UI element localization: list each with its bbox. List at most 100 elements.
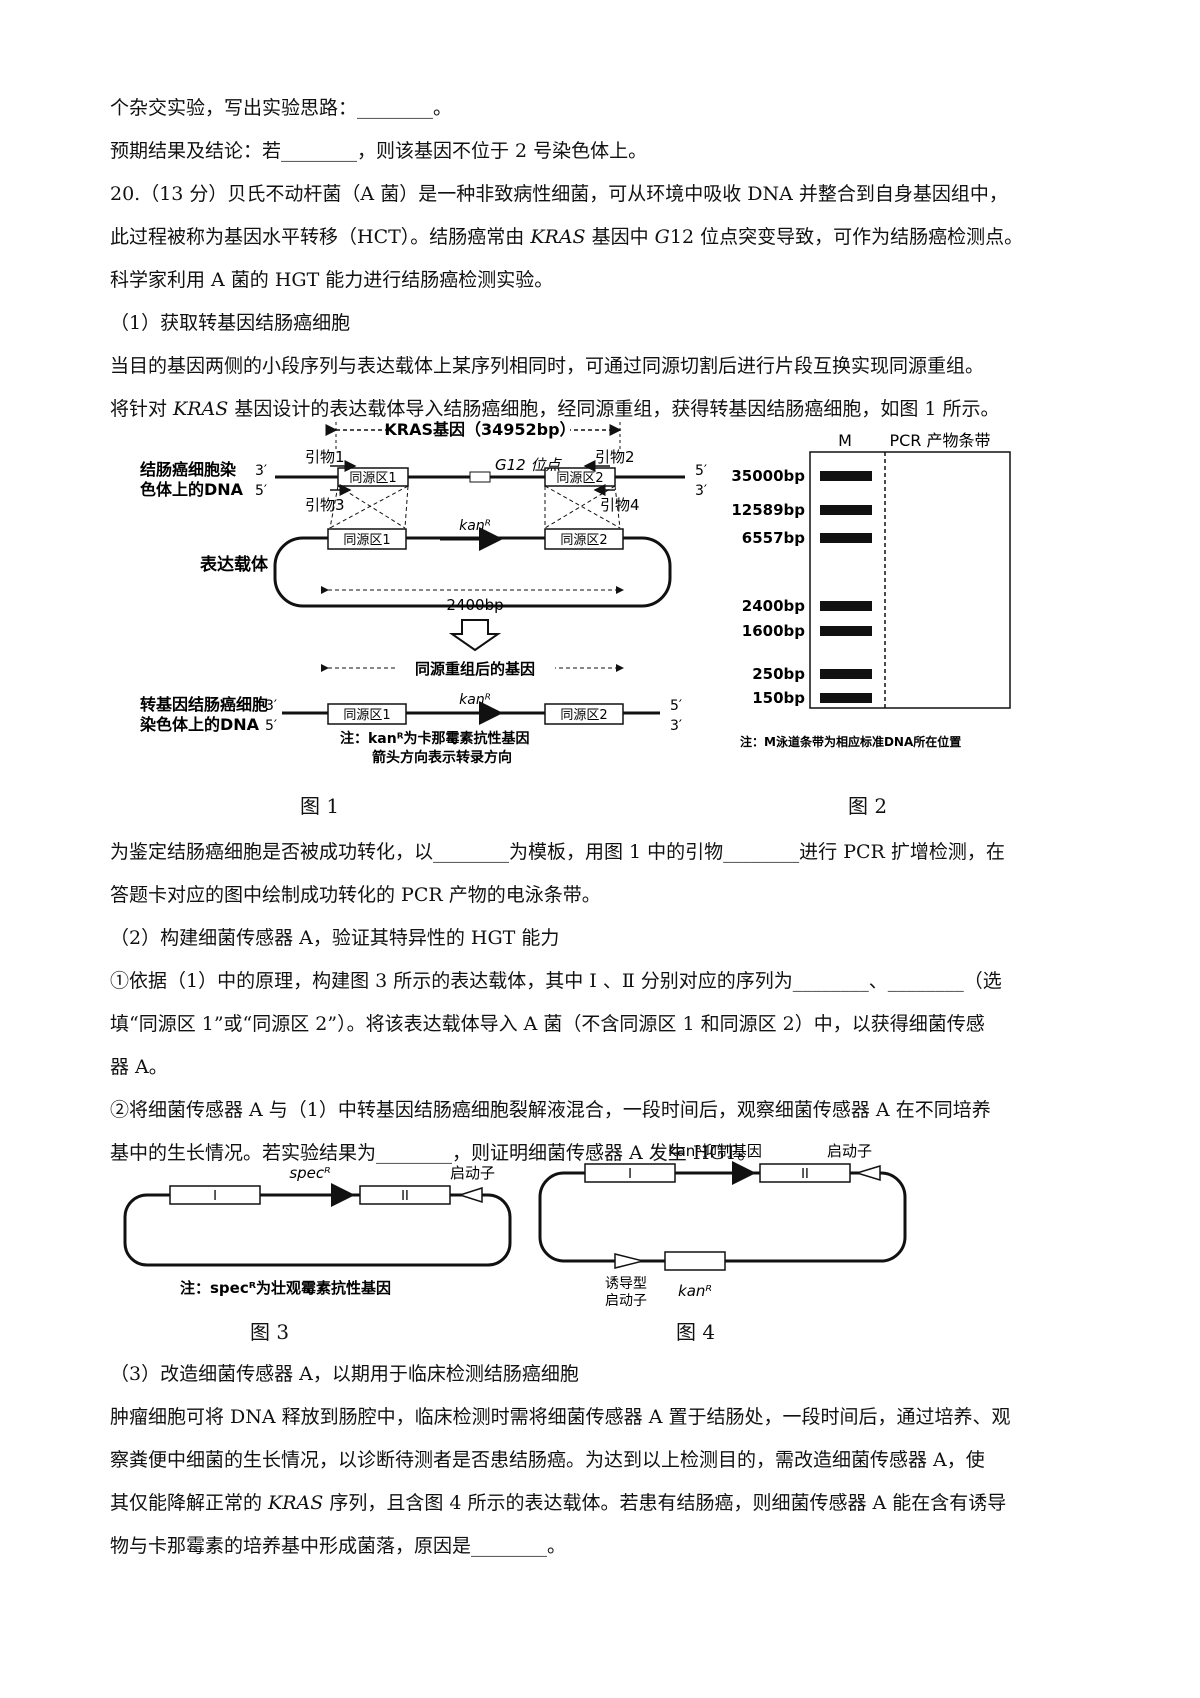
kan-label: kanᴿ xyxy=(678,1282,712,1300)
vector-loop xyxy=(538,1171,907,1263)
strand-end: 5′ xyxy=(670,698,682,714)
transgenic-label: 转基因结肠癌细胞 xyxy=(140,695,268,714)
figure-note: 注：kanᴿ为卡那霉素抗性基因 xyxy=(340,730,530,747)
text-line: ①依据（1）中的原理，构建图 3 所示的表达载体，其中 Ⅰ 、Ⅱ 分别对应的序列… xyxy=(110,970,1002,992)
figure-4-caption: 图 4 xyxy=(676,1320,716,1344)
promoter-label: 启动子 xyxy=(827,1142,872,1160)
figure-3-caption: 图 3 xyxy=(250,1320,290,1344)
gene-name: KRAS xyxy=(173,398,229,420)
g12-label: G12 位点 xyxy=(495,456,562,474)
figure-note: 注：M泳道条带为相应标准DNA所在位置 xyxy=(740,734,961,749)
strand-end: 5′ xyxy=(265,718,277,734)
promoter-arrow-icon xyxy=(854,1164,881,1182)
promoter-arrow-icon xyxy=(457,1186,483,1204)
figure-1-caption: 图 1 xyxy=(300,794,340,818)
figure-note: 注：specᴿ为壮观霉素抗性基因 xyxy=(180,1279,391,1297)
subquestion-2-title: （2）构建细菌传感器 A，验证其特异性的 HGT 能力 xyxy=(110,927,560,949)
inducible-promoter-label: 启动子 xyxy=(605,1293,647,1308)
text-span: 此过程被称为基因水平转移（HCT）。结肠癌常由 xyxy=(110,226,531,248)
region-i-box xyxy=(584,1163,676,1183)
marker-size-label: 35000bp xyxy=(731,467,805,485)
transgenic-label: 染色体上的DNA xyxy=(140,715,260,734)
homology-region-1-label: 同源区1 xyxy=(343,533,390,548)
figure-3-vector: I II specᴿ 启动子 注：specᴿ为壮观霉素抗性基因 xyxy=(123,1164,512,1297)
text-line: 物与卡那霉素的培养基中形成菌落，原因是________。 xyxy=(110,1535,567,1557)
marker-band xyxy=(820,505,872,515)
text-line: 当目的基因两侧的小段序列与表达载体上某序列相同时，可通过同源切割后进行片段互换实… xyxy=(110,355,985,377)
text-span: 12 位点突变导致，可作为结肠癌检测点。 xyxy=(669,226,1024,248)
homology-region-1-label: 同源区1 xyxy=(343,708,390,723)
homology-region-2-label: 同源区2 xyxy=(560,533,607,548)
subquestion-1-title: （1）获取转基因结肠癌细胞 xyxy=(110,312,351,334)
primer-1-label: 引物1 xyxy=(305,448,345,466)
chrom-label: 色体上的DNA xyxy=(140,480,244,499)
site-letter: G xyxy=(654,226,670,248)
figure-2-caption: 图 2 xyxy=(848,794,888,818)
figure-1-diagram: KRAS基因（34952bp） 结肠癌细胞染 色体上的DNA 3′ 5′ 5′ … xyxy=(140,418,707,766)
marker-size-label: 1600bp xyxy=(742,622,805,640)
text-line: 器 A。 xyxy=(110,1056,168,1078)
homology-region-1-label: 同源区1 xyxy=(349,471,396,486)
kan-suppressor-label: kanᴿ抑制基因 xyxy=(668,1142,762,1160)
text-span: 序列，且含图 4 所示的表达载体。若患有结肠癌，则细菌传感器 A 能在含有诱导 xyxy=(323,1492,1007,1514)
strand-end: 5′ xyxy=(255,483,267,499)
marker-band xyxy=(820,533,872,543)
lane-m-label: M xyxy=(838,431,852,450)
homology-region-2-box xyxy=(544,703,624,725)
marker-size-label: 6557bp xyxy=(742,529,805,547)
gene-label: KRAS基因（34952bp） xyxy=(384,420,575,439)
strand-end: 3′ xyxy=(265,698,277,714)
homology-region-2-box xyxy=(544,467,616,487)
marker-size-label: 12589bp xyxy=(731,501,805,519)
text-line: 科学家利用 A 菌的 HGT 能力进行结肠癌检测实验。 xyxy=(110,269,554,291)
g12-site-mark xyxy=(469,471,491,483)
marker-band xyxy=(820,693,872,703)
strand-end: 3′ xyxy=(255,463,267,479)
chrom-label: 结肠癌细胞染 xyxy=(140,460,237,479)
kan-label: kanᴿ xyxy=(459,692,491,708)
marker-band xyxy=(820,669,872,679)
gel-frame xyxy=(809,451,1011,709)
text-line: ②将细菌传感器 A 与（1）中转基因结肠癌细胞裂解液混合，一段时间后，观察细菌传… xyxy=(110,1099,991,1121)
primer-4-label: 引物4 xyxy=(600,496,640,514)
subquestion-3-title: （3）改造细菌传感器 A，以期用于临床检测结肠癌细胞 xyxy=(110,1363,579,1385)
spec-label: specᴿ xyxy=(289,1164,330,1182)
homology-region-1-box xyxy=(327,703,407,725)
text-span: 将针对 xyxy=(110,398,174,420)
text-span: 基因中 xyxy=(585,226,655,248)
down-arrow-icon xyxy=(448,619,502,652)
marker-size-label: 2400bp xyxy=(742,597,805,615)
question-20-stem: 20.（13 分）贝氏不动杆菌（A 菌）是一种非致病性细菌，可从环境中吸收 DN… xyxy=(110,183,1008,205)
promoter-label: 启动子 xyxy=(450,1164,495,1182)
marker-size-label: 150bp xyxy=(752,689,805,707)
text-span: 其仅能降解正常的 xyxy=(110,1492,269,1514)
region-i-label: I xyxy=(213,1189,217,1204)
text-line: 其仅能降解正常的 KRAS 序列，且含图 4 所示的表达载体。若患有结肠癌，则细… xyxy=(110,1489,1006,1517)
region-i-label: I xyxy=(628,1167,632,1182)
gene-name: KRAS xyxy=(268,1492,324,1514)
region-ii-box xyxy=(359,1185,451,1205)
strand-end: 3′ xyxy=(670,718,682,734)
gene-name: KRAS xyxy=(530,226,586,248)
vector-size-label: 2400bp xyxy=(446,596,503,614)
inducible-promoter-arrow-icon xyxy=(614,1253,644,1269)
strand-end: 3′ xyxy=(695,483,707,499)
kan-gene-box xyxy=(664,1251,726,1271)
homology-region-2-box xyxy=(544,528,624,550)
text-line: 预期结果及结论：若________，则该基因不位于 2 号染色体上。 xyxy=(110,140,648,162)
inducible-promoter-label: 诱导型 xyxy=(605,1276,647,1292)
text-span: 基因设计的表达载体导入结肠癌细胞，经同源重组，获得转基因结肠癌细胞，如图 1 所… xyxy=(228,398,1000,420)
vector-loop xyxy=(123,1193,512,1267)
primer-2-label: 引物2 xyxy=(595,448,635,466)
lane-pcr-label: PCR 产物条带 xyxy=(889,431,990,450)
vector-label: 表达载体 xyxy=(200,554,269,575)
text-line: 将针对 KRAS 基因设计的表达载体导入结肠癌细胞，经同源重组，获得转基因结肠癌… xyxy=(110,395,1000,423)
text-line: 个杂交实验，写出实验思路：________。 xyxy=(110,97,453,119)
text-line: 察粪便中细菌的生长情况，以诊断待测者是否患结肠癌。为达到以上检测目的，需改造细菌… xyxy=(110,1449,985,1471)
homology-region-2-label: 同源区2 xyxy=(560,708,607,723)
homology-region-1-box xyxy=(327,528,407,550)
region-ii-label: II xyxy=(401,1189,409,1204)
marker-band xyxy=(820,626,872,636)
region-ii-label: II xyxy=(801,1167,809,1182)
marker-size-label: 250bp xyxy=(752,665,805,683)
